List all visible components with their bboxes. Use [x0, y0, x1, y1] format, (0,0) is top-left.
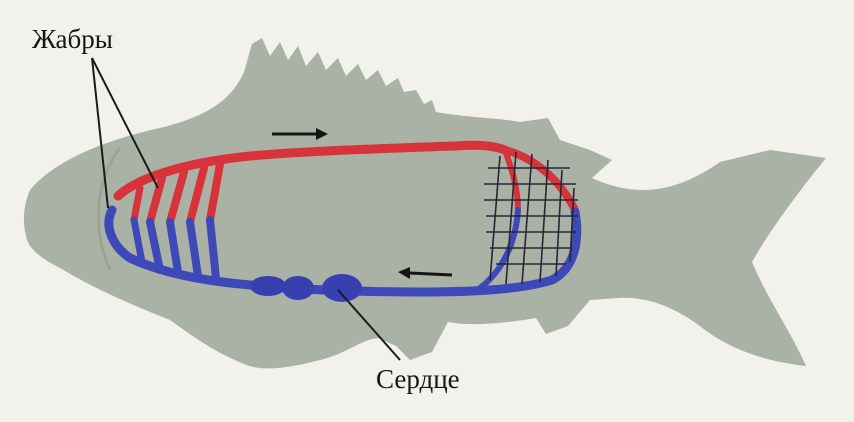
- fish-body-silhouette: [24, 38, 826, 368]
- gills-label: Жабры: [32, 24, 113, 54]
- heart-label: Сердце: [376, 364, 460, 394]
